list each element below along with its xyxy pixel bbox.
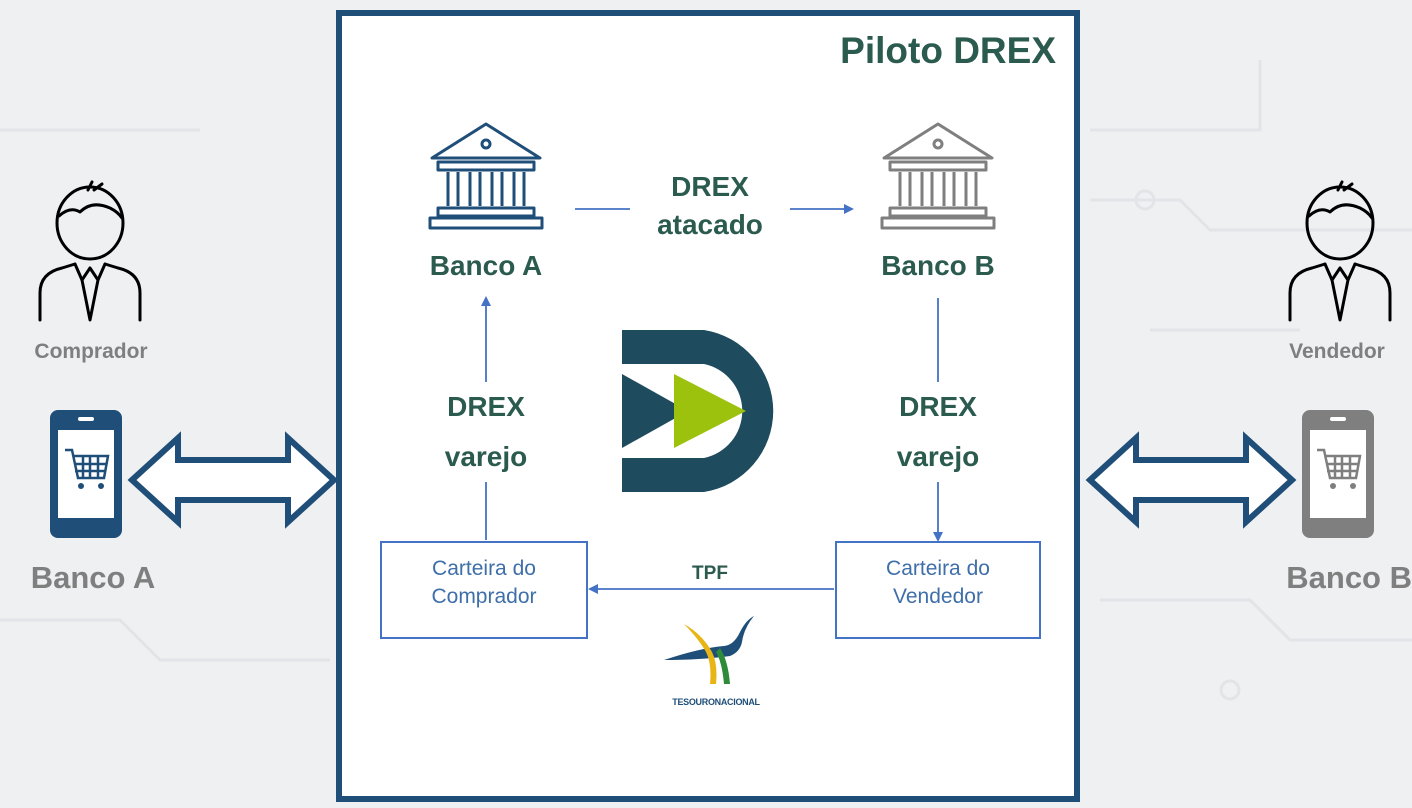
bank-b-label: Banco B: [881, 250, 995, 281]
bank-b-building-icon: [880, 122, 996, 230]
right-double-arrow: [1085, 431, 1297, 529]
pilot-title: Piloto DREX: [840, 30, 1056, 71]
buyer-person-icon: [38, 180, 142, 322]
retail-left-label: DREX varejo: [416, 382, 556, 482]
tpf-label: TPF: [692, 563, 728, 584]
wholesale-label-line2: atacado: [657, 209, 763, 240]
buyer-wallet-line1: Carteira do: [432, 557, 536, 580]
left-double-arrow: [127, 431, 339, 529]
seller-wallet-line2: Vendedor: [893, 585, 983, 608]
seller-wallet-box: Carteira do Vendedor: [835, 541, 1041, 639]
wholesale-label-line1: DREX: [671, 171, 749, 202]
tesouro-nacional-logo: [664, 616, 754, 684]
retail-left-line2: varejo: [444, 441, 528, 472]
seller-role-label: Vendedor: [1289, 340, 1385, 363]
seller-wallet-line1: Carteira do: [886, 557, 990, 580]
buyer-wallet-box: Carteira do Comprador: [380, 541, 588, 639]
seller-phone-icon: [1302, 410, 1374, 538]
drex-logo: [622, 330, 774, 492]
buyer-bank-label: Banco A: [30, 560, 156, 595]
seller-person-icon: [1288, 180, 1392, 322]
retail-right-line2: varejo: [896, 441, 980, 472]
buyer-role-label: Comprador: [34, 340, 148, 363]
retail-left-line1: DREX: [447, 391, 525, 422]
tesouro-nacional-text: TESOURONACIONAL: [672, 697, 760, 707]
bank-a-label: Banco A: [429, 250, 543, 281]
seller-bank-label: Banco B: [1286, 560, 1412, 595]
retail-right-line1: DREX: [899, 391, 977, 422]
bank-a-building-icon: [428, 122, 544, 230]
retail-right-label: DREX varejo: [868, 382, 1008, 482]
buyer-phone-icon: [50, 410, 122, 538]
wholesale-label: DREX atacado: [630, 168, 790, 244]
buyer-wallet-line2: Comprador: [431, 585, 537, 608]
